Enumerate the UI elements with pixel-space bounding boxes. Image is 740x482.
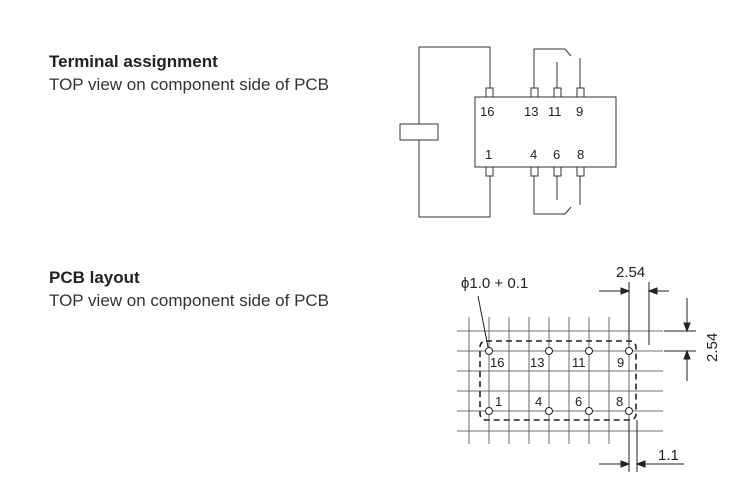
hole-1 (485, 407, 493, 415)
terminal-pin-labels: 16 13 11 9 1 4 6 8 (480, 104, 584, 162)
hole-6 (585, 407, 593, 415)
arrowhead (635, 460, 646, 468)
pcb-holes (485, 347, 633, 415)
terminal-schematic (399, 46, 617, 218)
terminal-assignment-subtitle: TOP view on component side of PCB (49, 75, 330, 94)
coil-symbol (399, 123, 439, 141)
pcb-layout-subtitle: TOP view on component side of PCB (49, 291, 330, 310)
pitch-horizontal-label: 2.54 (616, 264, 645, 281)
relay-body (474, 96, 617, 168)
terminal-assignment-title: Terminal assignment (49, 52, 218, 71)
arrowhead (647, 287, 658, 295)
hole-16 (485, 347, 493, 355)
pcb-pin-labels: 16 13 11 9 1 4 6 8 (490, 355, 624, 409)
pitch-horizontal-dimension (599, 282, 669, 345)
pitch-vertical-dimension (664, 298, 696, 381)
pin-label: 16 (480, 104, 494, 119)
arrowhead (620, 460, 631, 468)
coil-wire-bottom (418, 140, 491, 218)
pcb-pin-label: 11 (572, 355, 586, 370)
pin-stub-11 (553, 87, 562, 98)
pcb-pin-label: 1 (495, 394, 502, 409)
contact-top-common (533, 48, 572, 88)
arrowhead (683, 322, 691, 333)
pin-label: 1 (485, 147, 492, 162)
pcb-pin-label: 6 (575, 394, 582, 409)
pcb-pin-label: 9 (617, 355, 624, 370)
contact-bottom-common (533, 176, 572, 215)
pitch-vertical-label: 2.54 (704, 333, 721, 362)
pcb-pin-label: 13 (530, 355, 544, 370)
pcb-layout-title: PCB layout (49, 268, 140, 287)
pin-stub-9 (576, 87, 585, 98)
arrowhead (683, 349, 691, 360)
pin-stub-13 (530, 87, 539, 98)
coil-wire-top (418, 46, 491, 124)
hole-4 (545, 407, 553, 415)
pcb-pin-label: 4 (535, 394, 542, 409)
pin-label: 13 (524, 104, 538, 119)
hole-13 (545, 347, 553, 355)
pcb-pin-label: 16 (490, 355, 504, 370)
pcb-grid (457, 317, 663, 444)
hole-11 (585, 347, 593, 355)
pcb-pin-label: 8 (616, 394, 623, 409)
hole-9 (625, 347, 633, 355)
pin-label: 11 (548, 104, 562, 119)
hole-diameter-leader (477, 295, 489, 348)
pin-stub-16 (485, 87, 494, 98)
arrowhead (620, 287, 631, 295)
pin-stub-6 (553, 166, 562, 177)
pin-label: 9 (576, 104, 583, 119)
offset-label: 1.1 (658, 447, 679, 464)
hole-8 (625, 407, 633, 415)
hole-diameter-label: ϕ1.0 + 0.1 (461, 275, 528, 292)
pin-label: 8 (577, 147, 584, 162)
pin-stub-1 (485, 166, 494, 177)
pin-stub-4 (530, 166, 539, 177)
pin-stub-8 (576, 166, 585, 177)
pin-label: 6 (553, 147, 560, 162)
pin-label: 4 (530, 147, 537, 162)
offset-dimension (599, 418, 684, 472)
component-outline (479, 340, 637, 421)
